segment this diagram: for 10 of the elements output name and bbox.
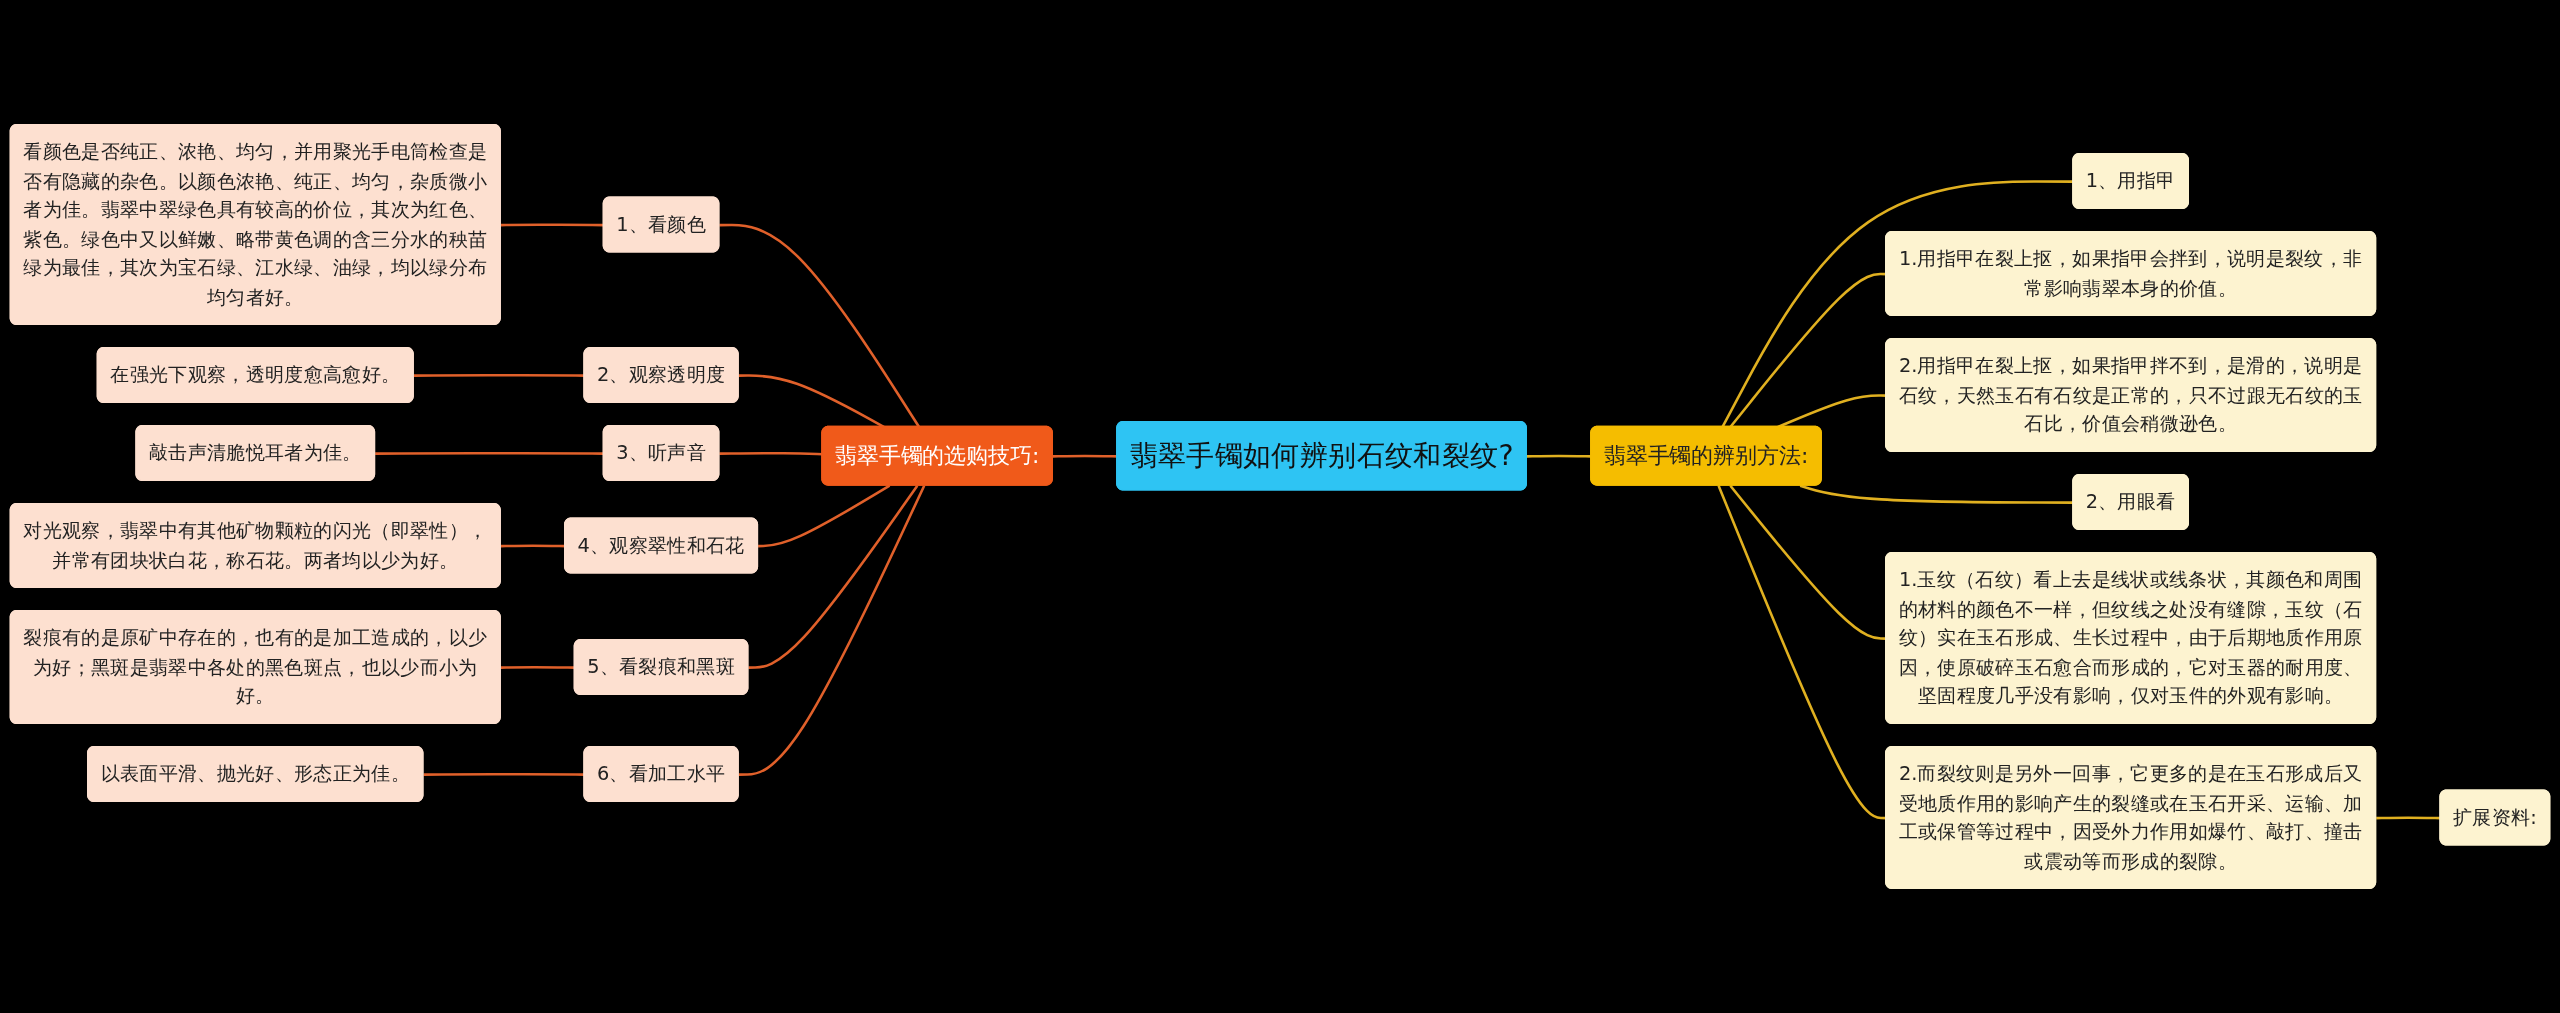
connector <box>423 772 585 776</box>
connector <box>500 665 575 669</box>
connector <box>375 451 604 455</box>
connector <box>719 223 921 428</box>
connector <box>2376 816 2441 820</box>
connector <box>413 373 585 377</box>
connector <box>758 484 891 548</box>
connector <box>738 485 926 776</box>
connector <box>500 223 604 227</box>
connector <box>748 484 919 669</box>
